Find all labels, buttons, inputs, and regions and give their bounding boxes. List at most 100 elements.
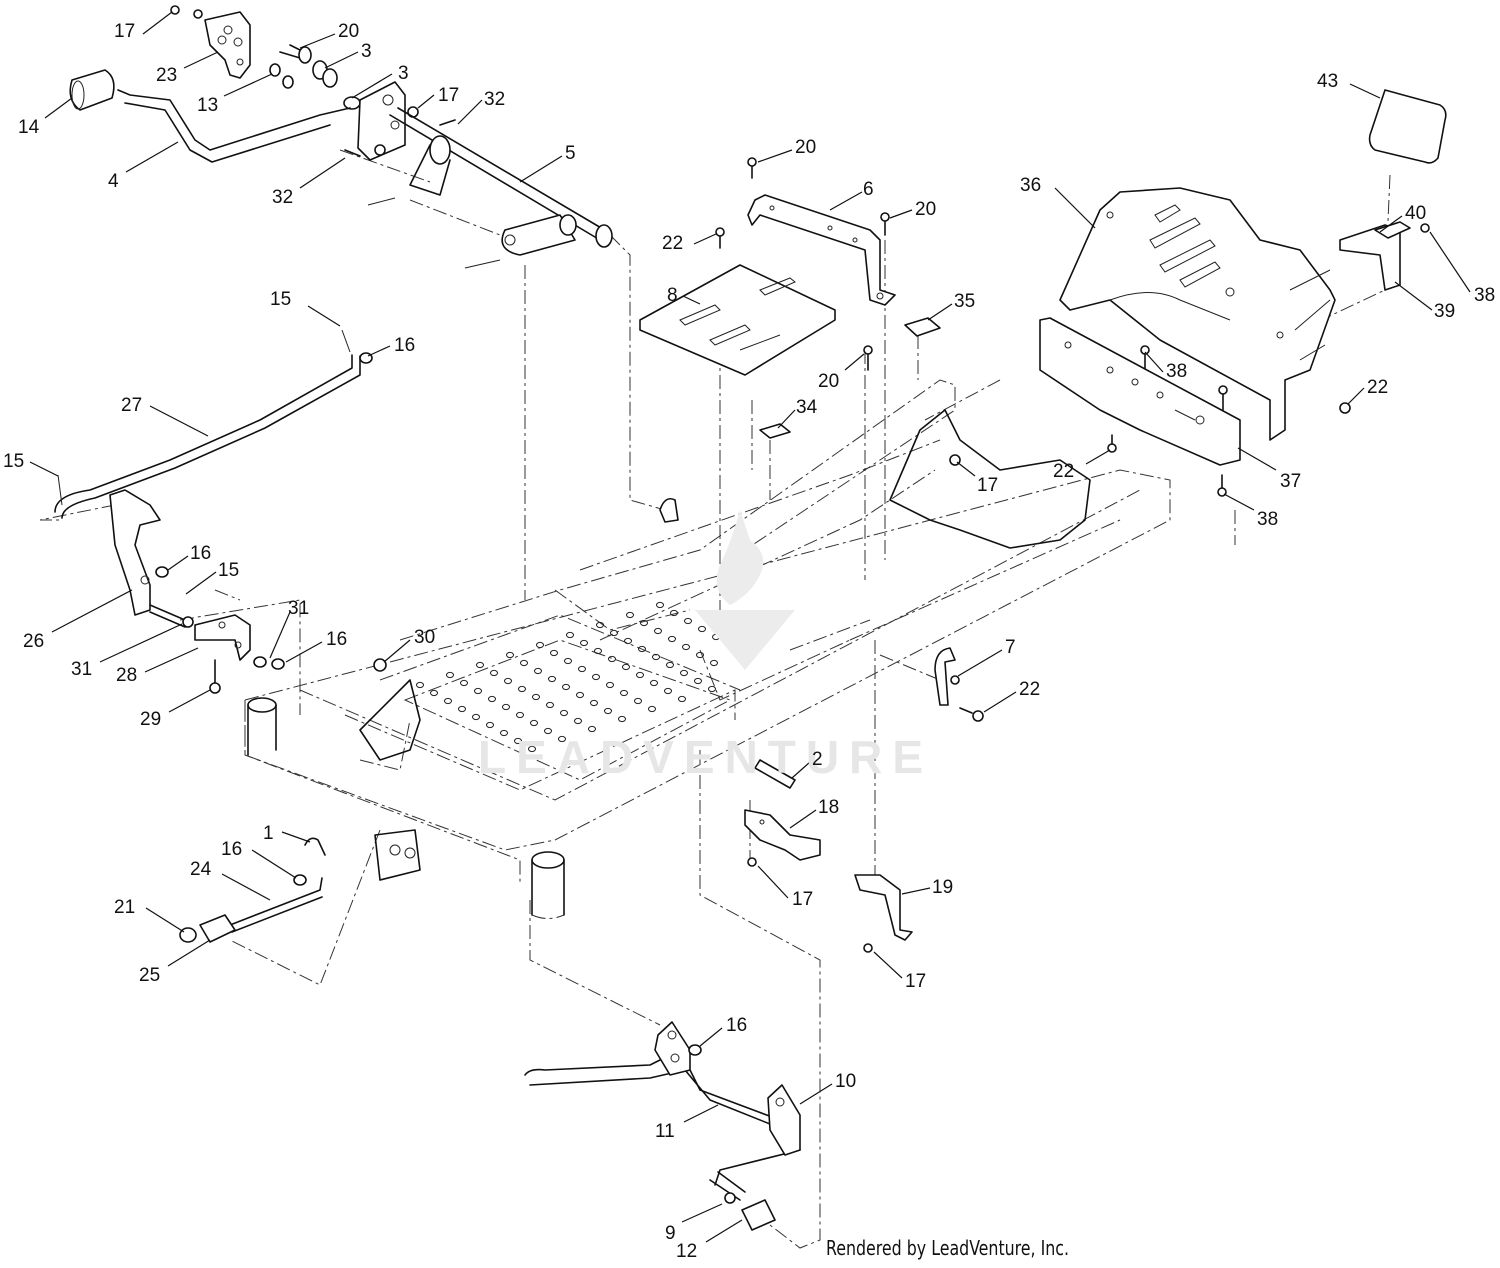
callout-label-10: 10	[835, 1071, 857, 1092]
callout-label-18: 18	[818, 797, 840, 818]
deck-hole	[664, 687, 672, 695]
deck-hole	[648, 705, 656, 713]
bracket-28	[194, 614, 285, 694]
leader-line-20	[299, 33, 336, 49]
callout-label-22: 22	[1019, 679, 1041, 700]
leader-line-17	[142, 11, 173, 35]
deck-hole	[548, 675, 556, 683]
callout-label-32: 32	[272, 187, 294, 208]
deck-hole	[544, 727, 552, 735]
deck-hole	[578, 665, 586, 673]
leader-line-27	[149, 405, 209, 437]
callout-label-35: 35	[954, 291, 976, 312]
lever-11	[524, 1021, 801, 1231]
leader-line-10	[799, 1083, 833, 1105]
callout-label-27: 27	[121, 395, 143, 416]
leader-line-1	[281, 831, 311, 843]
callout-label-20: 20	[818, 371, 840, 392]
callout-label-8: 8	[667, 285, 678, 306]
leader-line-19	[901, 887, 931, 895]
deck-hole	[640, 619, 648, 627]
deck-hole	[624, 637, 632, 645]
leader-line-16	[285, 641, 323, 663]
callout-label-17: 17	[792, 889, 814, 910]
deck-hole	[636, 671, 644, 679]
deck-hole	[560, 709, 568, 717]
deck-hole	[458, 705, 466, 713]
callout-label-22: 22	[1367, 377, 1389, 398]
leader-line-16	[367, 345, 391, 357]
callout-label-11: 11	[655, 1121, 675, 1142]
callout-label-9: 9	[665, 1223, 676, 1244]
deck-hole	[670, 609, 678, 617]
deck-hole	[596, 621, 604, 629]
frame-cutaway	[359, 409, 1091, 761]
bracket-6	[747, 157, 896, 306]
leader-line-3	[324, 51, 359, 69]
callout-label-2: 2	[812, 749, 823, 770]
deck-hole	[608, 655, 616, 663]
callout-label-19: 19	[932, 877, 954, 898]
leadventure-logo	[695, 510, 795, 670]
pin-2	[754, 759, 796, 789]
callout-label-20: 20	[795, 137, 817, 158]
callout-label-34: 34	[796, 397, 818, 418]
deck-hole	[634, 697, 642, 705]
leader-line-3	[351, 73, 393, 99]
pivot-hardware	[269, 44, 361, 110]
leader-line-28	[144, 647, 199, 673]
leader-line-36	[1054, 187, 1096, 229]
deck-hole	[588, 725, 596, 733]
plate-8	[639, 227, 836, 376]
deck-hole	[626, 611, 634, 619]
leader-line-22	[1347, 387, 1365, 405]
deck-hole	[622, 663, 630, 671]
leader-line-22	[983, 691, 1017, 713]
deck-hole	[490, 669, 498, 677]
callout-label-14: 14	[18, 117, 40, 138]
leader-line-20	[757, 149, 793, 163]
deck-hole	[532, 693, 540, 701]
leader-line-8	[682, 295, 701, 305]
pads-34-35	[759, 317, 941, 439]
bracket-39-40	[1339, 221, 1430, 291]
deck-hole	[460, 679, 468, 687]
deck-hole	[472, 713, 480, 721]
leader-line-22	[1085, 449, 1111, 465]
deck-hole	[694, 677, 702, 685]
callout-label-36: 36	[1020, 175, 1042, 196]
leader-line-5	[519, 155, 563, 183]
deck-hole	[562, 683, 570, 691]
leader-line-38	[1429, 231, 1471, 293]
leader-line-31	[269, 611, 291, 659]
deck-hole	[530, 719, 538, 727]
leader-line-15	[307, 305, 341, 327]
leader-line-38	[1144, 351, 1164, 373]
callout-label-30: 30	[414, 627, 436, 648]
lever-4	[69, 69, 351, 163]
bracket-19	[854, 874, 913, 953]
callout-label-17: 17	[905, 971, 927, 992]
deck-hole	[416, 681, 424, 689]
deck-hole	[546, 701, 554, 709]
leader-line-9	[681, 1203, 723, 1223]
callout-label-28: 28	[116, 665, 138, 686]
callout-label-3: 3	[398, 63, 409, 84]
callout-label-12: 12	[676, 1241, 698, 1262]
deck-hole	[474, 687, 482, 695]
leader-line-15	[185, 571, 217, 595]
seat-rail-37	[1039, 317, 1241, 466]
deck-hole	[486, 721, 494, 729]
callout-label-20: 20	[338, 21, 360, 42]
deck-hole	[592, 673, 600, 681]
leader-line-25	[167, 939, 211, 967]
callout-label-17: 17	[977, 475, 999, 496]
deck-hole	[430, 689, 438, 697]
bracket-18	[744, 809, 821, 867]
callout-label-20: 20	[915, 199, 937, 220]
leader-line-16	[167, 555, 189, 571]
deck-hole	[550, 649, 558, 657]
deck-hole	[580, 639, 588, 647]
deck-hole	[654, 627, 662, 635]
